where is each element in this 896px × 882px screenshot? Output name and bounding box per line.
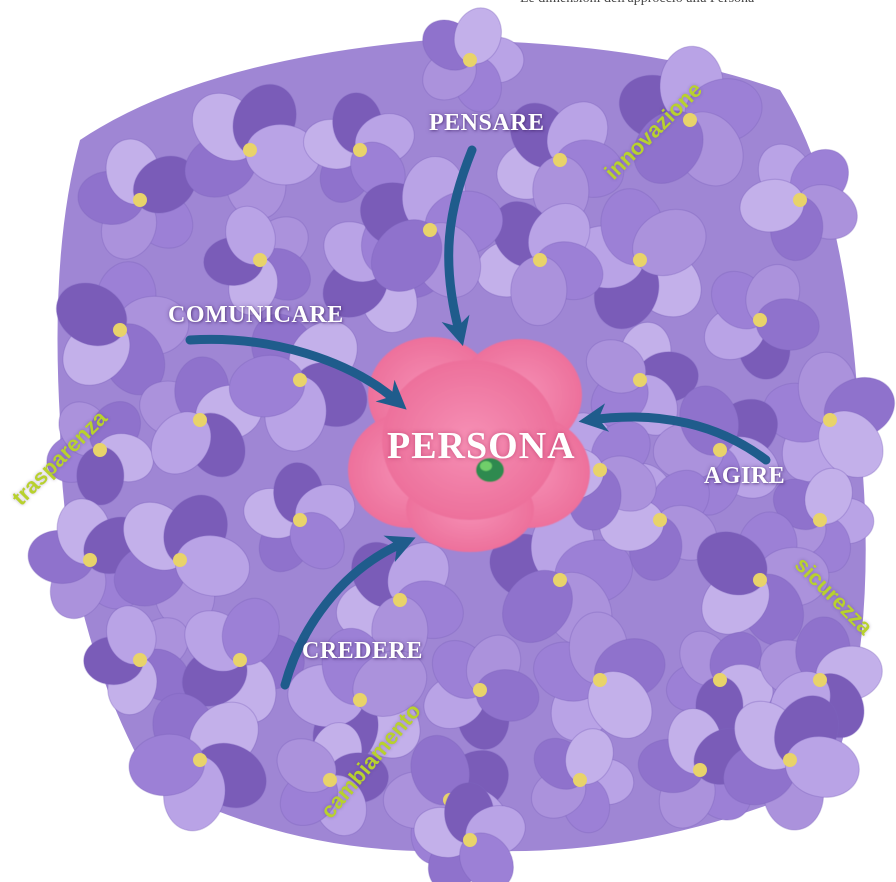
stamen [713,443,727,457]
stamen [173,553,187,567]
stamen [553,573,567,587]
label-comunicare: COMUNICARE [168,302,344,329]
stamen [293,373,307,387]
stamen [553,153,567,167]
stamen [83,553,97,567]
stamen [823,413,837,427]
stamen [463,53,477,67]
stamen [253,253,267,267]
label-credere: CREDERE [302,638,423,665]
stamen [353,143,367,157]
stamen [473,683,487,697]
stamen [783,753,797,767]
label-pensare: PENSARE [429,110,545,137]
stamen [133,193,147,207]
stamen [133,653,147,667]
stamen [793,193,807,207]
stamen [243,143,257,157]
stamen [753,573,767,587]
stamen [393,593,407,607]
stamen [633,253,647,267]
stamen [813,673,827,687]
stamen [93,443,107,457]
stamen [233,653,247,667]
stamen [423,223,437,237]
stamen [533,253,547,267]
stamen [193,413,207,427]
stamen [353,693,367,707]
label-persona: PERSONA [387,424,576,468]
stamen [463,833,477,847]
stamen [753,313,767,327]
stamen [593,673,607,687]
stamen [113,323,127,337]
stamen [293,513,307,527]
stamen [193,753,207,767]
stamen [713,673,727,687]
stamen [693,763,707,777]
stamen [593,463,607,477]
stamen [813,513,827,527]
stamen [633,373,647,387]
stamen [573,773,587,787]
label-agire: AGIRE [704,463,785,490]
stamen [653,513,667,527]
